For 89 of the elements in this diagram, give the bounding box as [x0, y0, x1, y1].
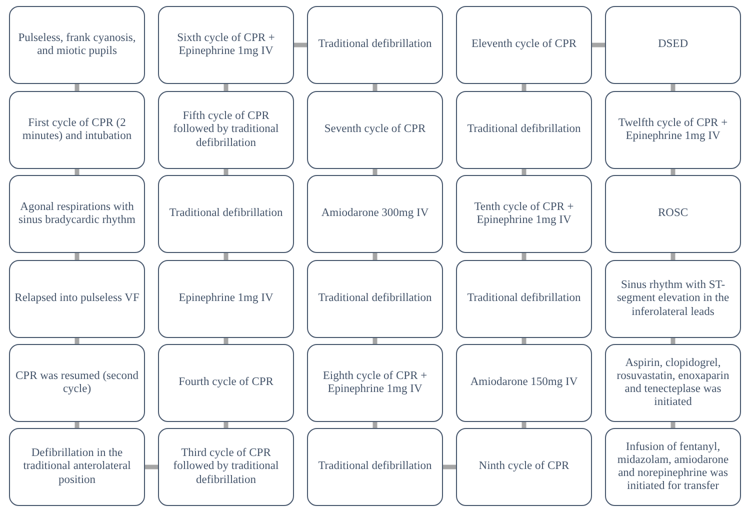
step-text: Ninth cycle of CPR	[478, 460, 570, 474]
step-box	[605, 260, 741, 338]
step-text: CPR was resumed (second cycle)	[14, 370, 140, 396]
connector-line	[670, 422, 676, 428]
connector-line	[224, 253, 228, 260]
step-text: DSED	[658, 38, 688, 52]
connector-line	[372, 338, 378, 344]
step-box	[605, 175, 741, 253]
connector-line	[74, 338, 80, 344]
step-text: Epinephrine 1mg IV	[178, 292, 274, 306]
step-box	[9, 175, 145, 253]
step-text: Amiodarone 300mg IV	[321, 207, 429, 221]
step-box	[307, 344, 443, 422]
connector-line	[74, 84, 80, 91]
step-text: Seventh cycle of CPR	[324, 123, 426, 137]
step-text: First cycle of CPR (2 minutes) and intubation	[21, 116, 133, 144]
step-box	[456, 344, 592, 422]
step-text: Aspirin, clopidogrel, rosuvastatin, enoxaparin and tenecteplase was initiated	[616, 356, 730, 410]
step-box	[456, 175, 592, 253]
connector-line	[522, 422, 526, 428]
step-box	[158, 91, 294, 169]
step-box	[605, 344, 741, 422]
connector-line	[522, 84, 526, 91]
step-box	[456, 91, 592, 169]
step-box	[9, 344, 145, 422]
connector-line	[224, 338, 228, 344]
step-text: Defibrillation in the traditional anterolateral position	[22, 447, 132, 487]
step-box	[158, 428, 294, 506]
step-text: Agonal respirations with sinus bradycardic rhythm	[18, 200, 136, 228]
step-box	[9, 428, 145, 506]
step-text: Eleventh cycle of CPR	[471, 38, 577, 52]
step-text: Eighth cycle of CPR + Epinephrine 1mg IV	[322, 370, 428, 396]
connector-line	[74, 253, 80, 260]
step-box	[307, 428, 443, 506]
connector-line	[145, 464, 158, 470]
connector-line	[294, 42, 307, 48]
step-text: Amiodarone 150mg IV	[470, 376, 578, 390]
step-text: Pulseless, frank cyanosis, and miotic pupils	[17, 32, 137, 58]
connector-line	[522, 253, 526, 260]
connector-line	[670, 169, 676, 175]
connector-line	[74, 422, 80, 428]
step-text: Traditional defibrillation	[467, 292, 581, 306]
connector-line	[592, 42, 605, 48]
step-box	[9, 91, 145, 169]
connector-line	[443, 464, 456, 470]
step-text: Relapsed into pulseless VF	[14, 292, 140, 306]
connector-line	[670, 338, 676, 344]
step-box	[9, 6, 145, 84]
step-box	[158, 260, 294, 338]
step-text: Traditional defibrillation	[318, 460, 432, 474]
connector-line	[74, 169, 80, 175]
step-text: Sixth cycle of CPR + Epinephrine 1mg IV	[176, 32, 276, 58]
step-box	[605, 428, 741, 506]
connector-line	[224, 169, 228, 175]
step-text: ROSC	[658, 207, 688, 221]
connector-line	[372, 84, 378, 91]
step-box	[307, 91, 443, 169]
step-box	[605, 91, 741, 169]
connector-line	[522, 169, 526, 175]
connector-line	[522, 338, 526, 344]
connector-line	[372, 422, 378, 428]
step-box	[158, 6, 294, 84]
connector-line	[670, 253, 676, 260]
step-text: Tenth cycle of CPR + Epinephrine 1mg IV	[473, 200, 575, 228]
step-text: Traditional defibrillation	[467, 123, 581, 137]
step-box	[158, 175, 294, 253]
step-box	[456, 428, 592, 506]
connector-line	[224, 84, 228, 91]
step-box	[307, 175, 443, 253]
step-box	[9, 260, 145, 338]
step-text: Traditional defibrillation	[169, 207, 283, 221]
step-text: Traditional defibrillation	[318, 292, 432, 306]
connector-line	[670, 84, 676, 91]
step-box	[456, 6, 592, 84]
step-text: Infusion of fentanyl, midazolam, amiodarone and norepinephrine was initiated for transfer	[616, 440, 730, 494]
step-text: Sinus rhythm with ST-segment elevation in the inferolateral leads	[616, 279, 730, 319]
step-text: Fourth cycle of CPR	[178, 376, 274, 390]
step-text: Fifth cycle of CPR followed by traditional defibrillation	[172, 110, 280, 150]
connector-line	[372, 169, 378, 175]
step-text: Third cycle of CPR followed by traditional defibrillation	[172, 447, 280, 487]
step-box	[456, 260, 592, 338]
connector-line	[372, 253, 378, 260]
step-box	[307, 260, 443, 338]
step-text: Traditional defibrillation	[318, 38, 432, 52]
step-box	[158, 344, 294, 422]
step-text: Twelfth cycle of CPR + Epinephrine 1mg IV	[617, 116, 729, 144]
step-box	[605, 6, 741, 84]
connector-line	[224, 422, 228, 428]
step-box	[307, 6, 443, 84]
